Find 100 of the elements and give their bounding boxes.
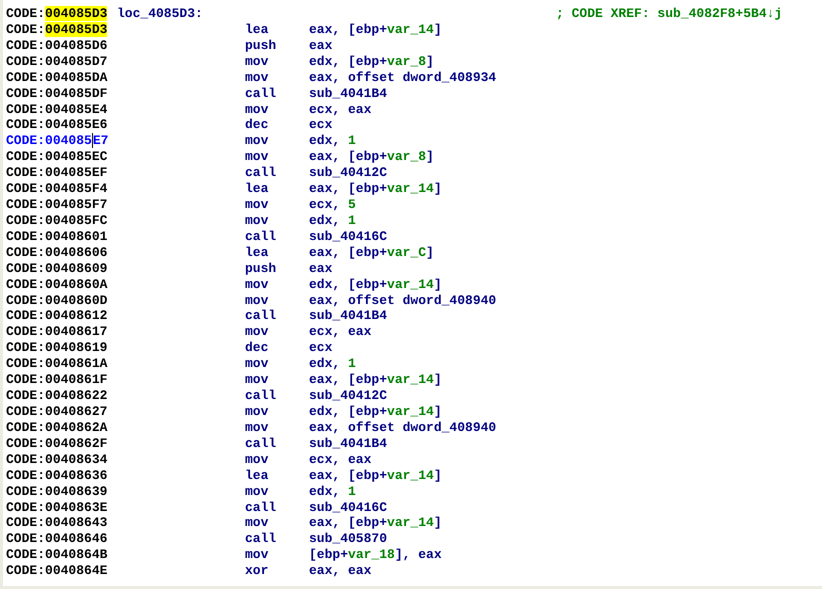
instruction-mnemonic: call (245, 388, 276, 404)
instruction-mnemonic: call (245, 436, 276, 452)
instruction-mnemonic: mov (245, 356, 268, 372)
address-text: CODE:004085D6 (6, 38, 108, 54)
instruction-operands: edx, [ebp+var_8] (309, 54, 434, 70)
instruction-mnemonic: mov (245, 484, 268, 500)
instruction-operands: edx, 1 (309, 133, 356, 150)
instruction-operands: eax, eax (309, 563, 372, 580)
instruction-operands: sub_40416C (309, 500, 388, 516)
address-text: CODE:0040861F (6, 372, 108, 388)
address-text: CODE:004085FC (6, 212, 108, 229)
instruction-mnemonic: lea (245, 22, 268, 38)
address-text: CODE:004085F7 (6, 197, 108, 214)
instruction-operands: sub_4041B4 (309, 308, 388, 324)
address-text: CODE:00408643 (6, 515, 108, 532)
address-text: CODE:004085F4 (6, 181, 108, 198)
address-text: CODE:00408636 (6, 468, 108, 484)
instruction-mnemonic: call (245, 531, 276, 548)
instruction-operands: eax, offset dword_408940 (309, 420, 496, 436)
instruction-operands: edx, 1 (309, 212, 356, 229)
instruction-mnemonic: mov (245, 515, 268, 532)
instruction-mnemonic: call (245, 500, 276, 516)
instruction-mnemonic: call (245, 228, 276, 245)
instruction-operands: edx, [ebp+var_14] (309, 276, 442, 293)
instruction-operands: ecx, eax (309, 324, 372, 340)
address-text: CODE:00408619 (6, 340, 108, 356)
instruction-operands: ecx, eax (309, 452, 372, 468)
instruction-operands: eax, offset dword_408940 (309, 292, 496, 309)
instruction-mnemonic: mov (245, 547, 268, 564)
instruction-mnemonic: dec (245, 340, 268, 356)
address-text: CODE:004085D7 (6, 54, 108, 70)
instruction-operands: eax, [ebp+var_14] (309, 372, 442, 388)
address-text: CODE:0040860D (6, 292, 108, 309)
instruction-mnemonic: call (245, 86, 276, 102)
instruction-mnemonic: lea (245, 244, 268, 261)
address-text: CODE:004085DF (6, 86, 108, 102)
instruction-operands: edx, 1 (309, 484, 356, 500)
address-text: CODE:00408646 (6, 531, 108, 548)
address-text: CODE:00408622 (6, 388, 108, 404)
instruction-mnemonic: call (245, 308, 276, 324)
address-text: CODE:004085EF (6, 165, 108, 182)
address-text: CODE:00408627 (6, 404, 108, 420)
instruction-mnemonic: mov (245, 292, 268, 309)
instruction-operands: sub_4041B4 (309, 436, 388, 452)
address-text: CODE:004085E7 (6, 133, 108, 150)
address-text: CODE:00408617 (6, 324, 108, 340)
address-text: CODE:0040862A (6, 420, 108, 436)
instruction-mnemonic: xor (245, 563, 268, 580)
instruction-mnemonic: mov (245, 102, 268, 118)
instruction-operands: sub_4041B4 (309, 86, 388, 102)
address-text: CODE:0040860A (6, 276, 108, 293)
instruction-mnemonic: mov (245, 324, 268, 340)
instruction-operands: eax, [ebp+var_8] (309, 149, 434, 166)
instruction-operands: edx, [ebp+var_14] (309, 404, 442, 420)
address-text: CODE:0040864E (6, 563, 108, 580)
instruction-operands: ecx, eax (309, 102, 372, 118)
address-text: CODE:004085E6 (6, 117, 108, 134)
address-text: CODE:00408639 (6, 484, 108, 500)
instruction-mnemonic: mov (245, 212, 268, 229)
instruction-operands: eax, offset dword_408934 (309, 70, 496, 86)
address-text: CODE:00408612 (6, 308, 108, 324)
instruction-mnemonic: mov (245, 149, 268, 166)
instruction-mnemonic: mov (245, 70, 268, 86)
address-text: CODE:004085EC (6, 149, 108, 166)
instruction-operands: [ebp+var_18], eax (309, 547, 442, 564)
instruction-operands: eax, [ebp+var_C] (309, 244, 434, 261)
instruction-mnemonic: mov (245, 452, 268, 468)
address-text: CODE:004085E4 (6, 102, 108, 118)
instruction-operands: eax (309, 260, 332, 277)
instruction-operands: eax, [ebp+var_14] (309, 515, 442, 532)
instruction-mnemonic: mov (245, 197, 268, 214)
instruction-operands: eax, [ebp+var_14] (309, 468, 442, 484)
instruction-operands: ecx (309, 340, 332, 356)
address-text: CODE:004085D3 (6, 22, 108, 38)
instruction-mnemonic: lea (245, 468, 268, 484)
address-text: CODE:00408634 (6, 452, 108, 468)
instruction-operands: eax, [ebp+var_14] (309, 22, 442, 38)
instruction-mnemonic: mov (245, 420, 268, 436)
address-text: CODE:00408609 (6, 260, 108, 277)
address-text: CODE:0040862F (6, 436, 108, 452)
instruction-operands: edx, 1 (309, 356, 356, 372)
instruction-operands: ecx (309, 117, 332, 134)
instruction-mnemonic: push (245, 260, 276, 277)
instruction-operands: sub_405870 (309, 531, 388, 548)
address-text: CODE:00408601 (6, 228, 108, 245)
instruction-operands: sub_40412C (309, 165, 388, 182)
instruction-mnemonic: mov (245, 404, 268, 420)
address-text: CODE:00408606 (6, 244, 108, 261)
instruction-operands: sub_40416C (309, 228, 388, 245)
instruction-mnemonic: push (245, 38, 276, 54)
instruction-mnemonic: mov (245, 54, 268, 70)
instruction-operands: ecx, 5 (309, 197, 356, 214)
instruction-operands: eax (309, 38, 332, 54)
instruction-operands: sub_40412C (309, 388, 388, 404)
instruction-mnemonic: mov (245, 372, 268, 388)
instruction-operands: eax, [ebp+var_14] (309, 181, 442, 198)
address-text: CODE:0040861A (6, 356, 108, 372)
instruction-mnemonic: lea (245, 181, 268, 198)
address-text: CODE:004085DA (6, 70, 108, 86)
instruction-mnemonic: mov (245, 276, 268, 293)
